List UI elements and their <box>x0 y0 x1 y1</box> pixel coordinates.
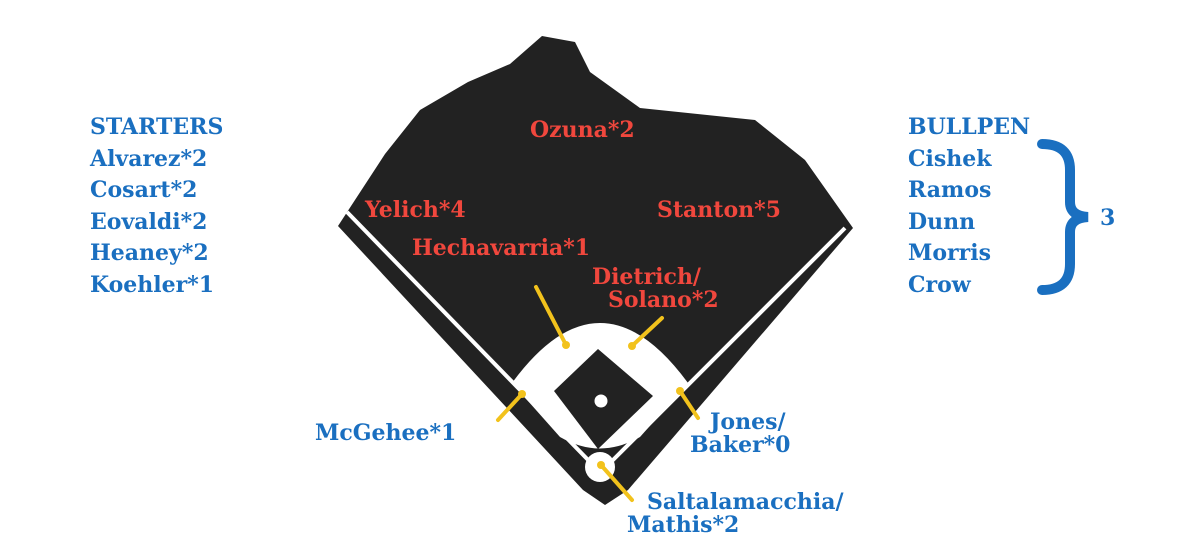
catcher-pointer <box>599 463 634 502</box>
second-base-pointer <box>631 316 664 347</box>
first-base-pointer <box>678 389 700 420</box>
shortstop-label: Hechavarria*1 <box>412 235 591 261</box>
field-shape <box>338 36 853 505</box>
third-base-pointer <box>496 392 524 422</box>
ss-marker <box>562 341 570 349</box>
center-field-label: Ozuna*2 <box>530 117 635 143</box>
catcher-line1: Saltalamacchia/ <box>647 489 844 515</box>
starters-heading: STARTERS <box>90 114 224 140</box>
starter-name: Cosart*2 <box>90 177 198 203</box>
catcher-label: Saltalamacchia/ Mathis*2 <box>627 491 844 537</box>
first-base-line2: Baker*0 <box>690 432 791 458</box>
starter-name: Eovaldi*2 <box>90 208 208 235</box>
bullpen-list: BULLPEN Cishek Ramos Dunn Morris Crow <box>908 112 1030 301</box>
bullpen-name: Crow <box>908 271 971 298</box>
ss-pointer <box>534 285 567 345</box>
catcher-line2: Mathis*2 <box>627 512 740 538</box>
first-base-label: Jones/ Baker*0 <box>690 411 791 457</box>
left-field-label: Yelich*4 <box>365 197 466 223</box>
starters-list: STARTERS Alvarez*2 Cosart*2 Eovaldi*2 He… <box>90 112 223 301</box>
second-base-label: Dietrich/ Solano*2 <box>592 266 719 312</box>
starter-name: Heaney*2 <box>90 240 209 266</box>
second-base-line2: Solano*2 <box>608 287 719 313</box>
first-base-marker <box>676 387 684 395</box>
first-base-line1: Jones/ <box>710 409 786 435</box>
starter-name: Koehler*1 <box>90 271 215 298</box>
starter-name: Alvarez*2 <box>90 145 208 172</box>
bullpen-name: Cishek <box>908 145 992 172</box>
bullpen-count: 3 <box>1100 205 1116 231</box>
third-base-marker <box>518 390 526 398</box>
bullpen-name: Morris <box>908 240 991 266</box>
bullpen-brace <box>1037 139 1089 295</box>
bullpen-name: Dunn <box>908 208 976 235</box>
bullpen-name: Ramos <box>908 177 992 203</box>
right-field-label: Stanton*5 <box>657 197 781 223</box>
pitchers-mound <box>591 391 611 411</box>
catcher-marker <box>597 461 605 469</box>
second-base-line1: Dietrich/ <box>592 264 701 290</box>
third-base-label: McGehee*1 <box>315 420 457 446</box>
bullpen-heading: BULLPEN <box>908 114 1031 140</box>
second-base-marker <box>628 342 636 350</box>
